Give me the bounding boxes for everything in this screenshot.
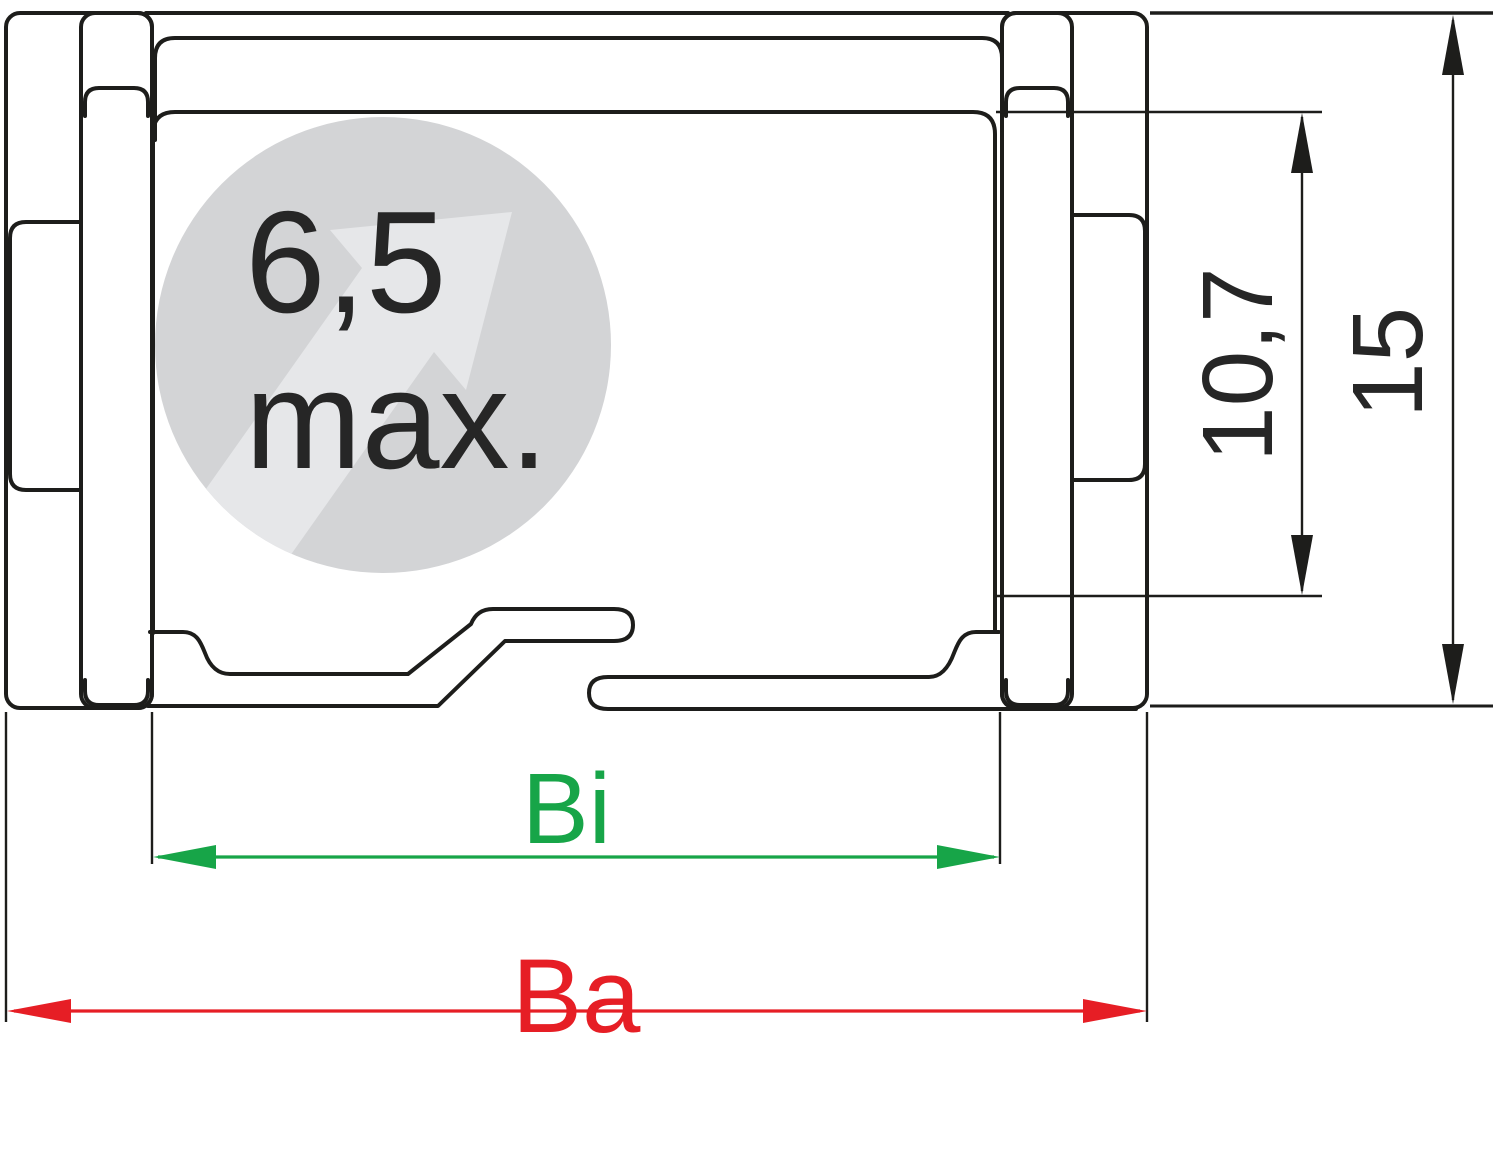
dim-inner-height: 10,7	[1182, 113, 1313, 595]
dim-arrow-inner-height-down	[1291, 535, 1313, 595]
right-band-bottom-cap	[1004, 678, 1070, 707]
left-band-top-cap	[83, 86, 150, 118]
dim-outer-height: 15	[1332, 15, 1464, 704]
right-side-band	[1000, 11, 1149, 710]
callout-qualifier-label: max.	[245, 341, 548, 498]
dim-arrow-outer-width-left	[7, 999, 71, 1023]
bottom-crossbar-left-tongue	[146, 607, 635, 708]
arrow-up-right-icon	[189, 212, 512, 573]
left-band-bottom-cap	[83, 678, 150, 707]
left-band-inner-plate	[79, 11, 154, 710]
lid-crossbar	[153, 36, 1004, 142]
right-band-top-cap	[1004, 86, 1070, 118]
dim-arrow-inner-height-up	[1291, 113, 1313, 173]
dim-arrow-inner-width-left	[153, 845, 216, 869]
left-side-band	[4, 11, 154, 710]
inner-cavity	[151, 110, 997, 635]
callout-value-label: 6,5	[245, 181, 447, 343]
black-extension-lines	[4, 11, 1493, 1022]
dim-arrow-outer-height-up	[1442, 15, 1464, 75]
right-band-outer-plate	[1000, 11, 1149, 710]
dim-arrow-outer-height-down	[1442, 644, 1464, 704]
right-band-pin-lobe	[1070, 213, 1147, 482]
dim-outer-width: Ba	[7, 938, 1147, 1055]
dim-arrow-inner-width-right	[937, 845, 1000, 869]
dim-label-outer-width: Ba	[512, 938, 641, 1055]
dim-label-outer-height: 15	[1332, 307, 1444, 418]
dim-arrow-outer-width-right	[1083, 999, 1147, 1023]
dim-label-inner-height: 10,7	[1182, 267, 1294, 462]
right-band-inner-plate	[1000, 11, 1074, 710]
dim-label-inner-width: Bi	[522, 753, 611, 865]
left-band-pin-lobe	[8, 220, 83, 492]
dim-inner-width: Bi	[153, 753, 1000, 869]
chain-profile-outline	[4, 11, 1149, 711]
bottom-crossbar-right-tongue	[587, 630, 1138, 711]
max-diameter-callout: 6,5 max.	[155, 117, 611, 573]
